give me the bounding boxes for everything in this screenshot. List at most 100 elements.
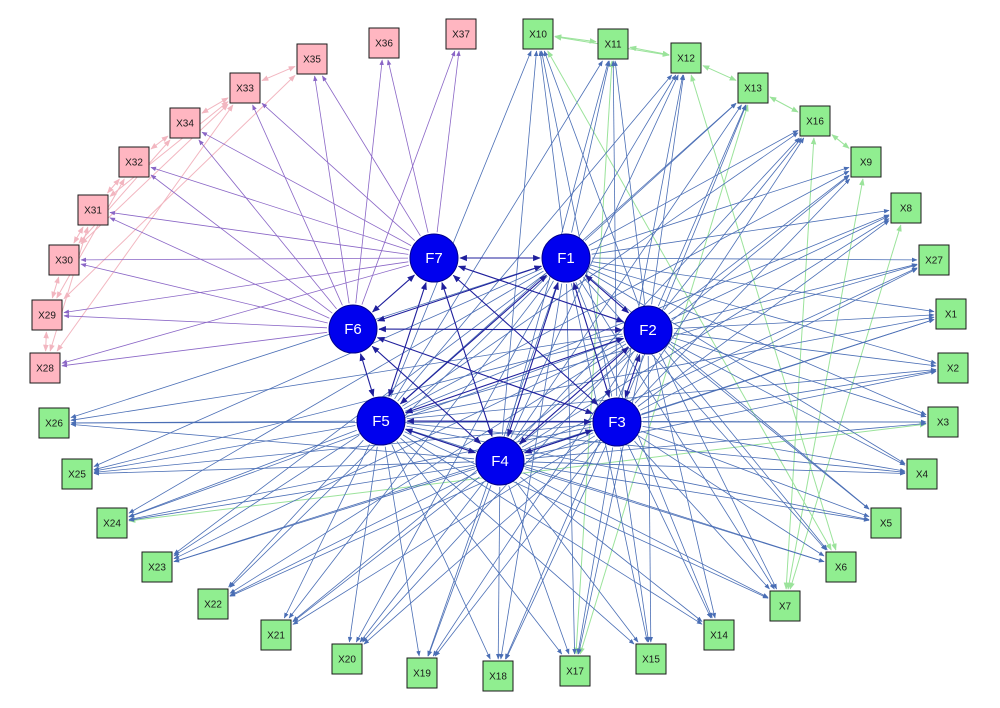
item-box <box>918 244 950 276</box>
loading-edge <box>229 432 594 597</box>
loading-edge <box>93 425 356 473</box>
item-box <box>906 458 938 490</box>
loading-edge <box>515 481 639 643</box>
loading-edge <box>63 313 328 329</box>
factor-correlation-edge <box>388 281 427 398</box>
loading-edge <box>436 50 461 233</box>
item-box <box>935 298 967 330</box>
item-node: X14 <box>703 619 735 651</box>
loading-edge <box>640 268 918 411</box>
item-box <box>331 643 363 675</box>
factor-label: F2 <box>639 322 657 339</box>
loading-edge <box>391 444 491 660</box>
item-node: X11 <box>597 28 629 60</box>
item-node: X10 <box>522 18 554 50</box>
item-label: X37 <box>452 30 470 41</box>
item-node: X8 <box>890 192 922 224</box>
loading-edge <box>109 217 330 319</box>
item-label: X27 <box>925 256 943 267</box>
item-correlation-edge <box>201 97 229 114</box>
factor-label: F1 <box>557 250 575 267</box>
loading-edge <box>663 137 802 310</box>
factor-correlation-edge <box>523 429 594 454</box>
item-correlation-edge <box>579 104 749 655</box>
item-box <box>29 352 61 384</box>
loading-edge <box>128 429 357 517</box>
item-node: X16 <box>799 105 831 137</box>
factor-circle <box>356 396 406 446</box>
item-box <box>197 588 229 620</box>
loading-edge <box>576 447 614 655</box>
loading-edge <box>63 261 409 314</box>
loading-edge <box>173 340 625 560</box>
item-box <box>96 507 128 539</box>
item-box <box>927 406 959 438</box>
item-box <box>937 352 969 384</box>
loading-edge <box>434 442 602 657</box>
factor-label: F5 <box>372 413 390 430</box>
factor-circle <box>541 233 591 283</box>
factor-node: F6 <box>328 304 378 354</box>
item-correlation-edge <box>128 422 927 523</box>
item-label: X28 <box>36 364 54 375</box>
loading-edge <box>427 485 492 657</box>
item-label: X9 <box>860 158 873 169</box>
item-label: X34 <box>176 119 194 130</box>
item-label: X29 <box>38 311 56 322</box>
item-label: X2 <box>947 364 960 375</box>
item-label: X21 <box>267 631 285 642</box>
item-box <box>118 146 150 178</box>
loading-edge <box>571 60 611 233</box>
item-node: X37 <box>445 18 477 50</box>
item-correlation-edge <box>690 74 837 551</box>
item-node: X31 <box>77 194 109 226</box>
item-box <box>445 18 477 50</box>
item-correlation-edge <box>56 104 234 352</box>
item-node: X18 <box>482 660 514 692</box>
item-box <box>559 655 591 687</box>
item-box <box>48 244 80 276</box>
loading-edge <box>283 444 370 619</box>
item-label: X12 <box>677 54 695 65</box>
loading-edge <box>128 464 475 522</box>
loading-edge <box>634 178 851 404</box>
item-node: X22 <box>197 588 229 620</box>
item-label: X11 <box>604 40 621 51</box>
loading-edge <box>292 435 596 625</box>
item-box <box>482 660 514 692</box>
item-label: X25 <box>68 470 86 481</box>
item-box <box>737 72 769 104</box>
item-node: X2 <box>937 352 969 384</box>
item-correlation-edge <box>702 65 737 81</box>
item-node: X32 <box>118 146 150 178</box>
loading-edge <box>590 264 937 364</box>
loading-edge <box>109 210 409 255</box>
loading-edge <box>653 355 717 619</box>
item-label: X18 <box>489 672 507 683</box>
item-label: X36 <box>375 39 393 50</box>
item-node: X35 <box>296 43 328 75</box>
loading-edge <box>642 426 906 473</box>
loading-edge <box>61 331 328 368</box>
item-correlation-edge <box>831 134 850 149</box>
factor-label: F7 <box>425 250 443 267</box>
loading-edge <box>651 74 686 305</box>
item-correlation-edge <box>554 34 597 44</box>
item-label: X15 <box>642 655 660 666</box>
loading-edge <box>228 439 364 588</box>
item-label: X32 <box>125 158 143 169</box>
loading-edge <box>173 429 593 563</box>
item-label: X35 <box>303 55 321 66</box>
factor-node: F4 <box>475 436 525 486</box>
factor-correlation-edge <box>507 281 559 438</box>
loading-edge <box>637 220 890 407</box>
loading-edge <box>647 355 653 643</box>
item-label: X22 <box>204 600 222 611</box>
item-label: X7 <box>779 602 792 613</box>
item-box <box>31 299 63 331</box>
item-node: X30 <box>48 244 80 276</box>
loading-edge <box>673 312 935 329</box>
item-label: X24 <box>103 519 121 530</box>
factor-node: F7 <box>409 233 459 283</box>
item-box <box>703 619 735 651</box>
